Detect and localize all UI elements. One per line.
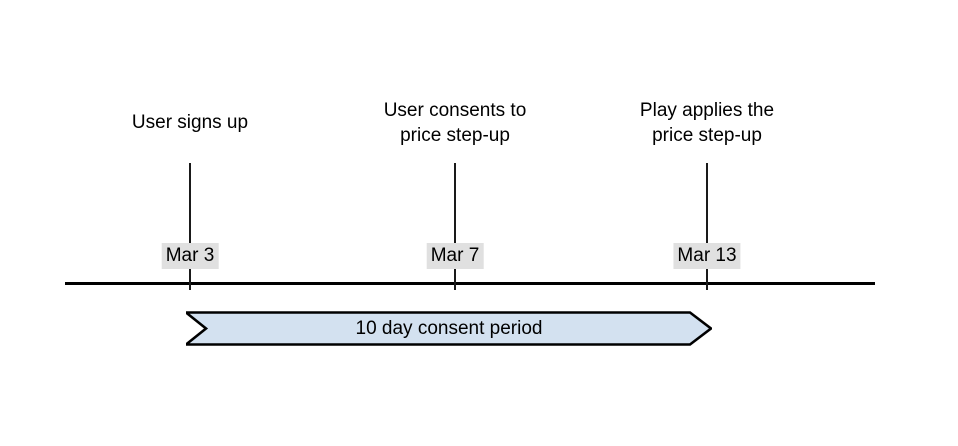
consent-period-banner: 10 day consent period xyxy=(186,311,712,346)
marker-caption: User signs up xyxy=(131,112,249,133)
marker-date-label: Mar 7 xyxy=(426,243,484,269)
marker-stem xyxy=(454,163,456,290)
marker-date-label: Mar 3 xyxy=(161,243,219,269)
marker-date-label: Mar 13 xyxy=(673,243,741,269)
marker-stem xyxy=(706,163,708,290)
marker-stem xyxy=(189,163,191,290)
arrow-banner-polygon xyxy=(186,311,712,346)
timeline-axis xyxy=(65,282,875,285)
arrow-banner-shape xyxy=(186,311,712,346)
marker-caption: User consents to price step-up xyxy=(383,100,527,146)
marker-caption: Play applies the price step-up xyxy=(639,100,775,146)
